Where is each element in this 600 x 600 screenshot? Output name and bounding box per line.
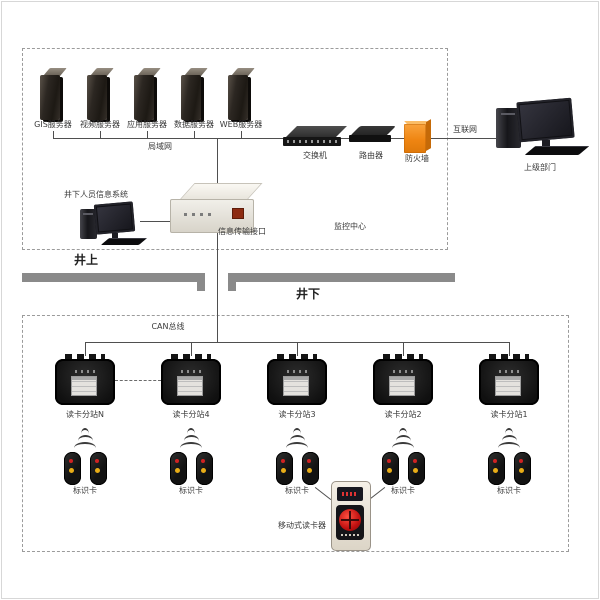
web-server-icon <box>226 68 256 122</box>
id-card-label: 标识卡 <box>497 486 521 495</box>
substation-ellipsis-line <box>115 380 161 381</box>
id-card-icon <box>382 452 399 485</box>
lan-label: 局域网 <box>148 142 172 151</box>
substation-drop <box>297 342 298 356</box>
substation-label: 读卡分站N <box>66 410 104 419</box>
signal-waves-icon <box>391 428 415 448</box>
mobile-reader-label: 移动式读卡器 <box>278 521 326 530</box>
mobile-reader-icon <box>331 481 371 551</box>
server-tick <box>100 131 101 138</box>
router-icon <box>349 126 396 146</box>
superior-department-label: 上级部门 <box>524 163 556 172</box>
ground-bar-left <box>22 273 205 282</box>
id-card-icon <box>170 452 187 485</box>
id-card-icon <box>302 452 319 485</box>
substation-label: 读卡分站4 <box>172 410 210 419</box>
underground-side-label: 井下 <box>296 287 321 301</box>
signal-waves-icon <box>73 428 97 448</box>
reader-substation-icon <box>373 354 433 408</box>
server-label: 视频服务器 <box>80 120 120 129</box>
id-card-icon <box>488 452 505 485</box>
substation-drop <box>85 342 86 356</box>
signal-waves-icon <box>285 428 309 448</box>
monitoring-center-label: 监控中心 <box>334 222 366 231</box>
transmission-interface-label: 信息传输接口 <box>218 227 266 236</box>
signal-waves-icon <box>497 428 521 448</box>
substation-label: 读卡分站2 <box>384 410 422 419</box>
substation-label: 读卡分站3 <box>278 410 316 419</box>
data-server-icon <box>179 68 209 122</box>
transmission-interface-icon <box>170 183 264 235</box>
pc-to-interface-line <box>140 221 180 222</box>
switch-label: 交换机 <box>303 151 327 160</box>
can-bus-label: CAN总线 <box>151 322 185 331</box>
server-label: 数据服务器 <box>174 120 214 129</box>
server-tick <box>194 131 195 138</box>
ground-bar-right <box>228 273 455 282</box>
id-card-icon <box>90 452 107 485</box>
trunk-line <box>217 138 218 342</box>
router-label: 路由器 <box>359 151 383 160</box>
server-tick <box>53 131 54 138</box>
id-card-icon <box>64 452 81 485</box>
signal-waves-icon <box>179 428 203 448</box>
substation-drop <box>509 342 510 356</box>
gis-server-icon <box>38 68 68 122</box>
underground-box <box>22 315 569 552</box>
id-card-label: 标识卡 <box>285 486 309 495</box>
reader-substation-icon <box>479 354 539 408</box>
info-system-label: 井下人员信息系统 <box>64 190 128 199</box>
video-server-icon <box>85 68 115 122</box>
id-card-icon <box>196 452 213 485</box>
server-label: GIS服务器 <box>34 120 72 129</box>
reader-substation-icon <box>161 354 221 408</box>
server-tick <box>241 131 242 138</box>
firewall-icon <box>404 119 432 154</box>
superior-department-computer-icon <box>490 97 595 164</box>
monitoring-center-box <box>22 48 448 250</box>
id-card-icon <box>408 452 425 485</box>
internet-label: 互联网 <box>453 125 477 134</box>
reader-substation-icon <box>267 354 327 408</box>
server-label: WEB服务器 <box>219 120 263 129</box>
lan-internet-line <box>53 138 500 139</box>
id-card-icon <box>514 452 531 485</box>
ground-bar-right-tab <box>228 282 236 291</box>
app-server-icon <box>132 68 162 122</box>
substation-drop <box>191 342 192 356</box>
server-label: 应用服务器 <box>127 120 167 129</box>
substation-label: 读卡分站1 <box>490 410 528 419</box>
id-card-label: 标识卡 <box>179 486 203 495</box>
ground-bar-left-tab <box>197 282 205 291</box>
reader-substation-icon <box>55 354 115 408</box>
firewall-label: 防火墙 <box>405 154 429 163</box>
info-system-computer-icon <box>76 201 148 248</box>
server-tick <box>147 131 148 138</box>
id-card-icon <box>276 452 293 485</box>
switch-icon <box>283 126 347 150</box>
surface-side-label: 井上 <box>74 253 99 267</box>
id-card-label: 标识卡 <box>73 486 97 495</box>
substation-drop <box>403 342 404 356</box>
id-card-label: 标识卡 <box>391 486 415 495</box>
